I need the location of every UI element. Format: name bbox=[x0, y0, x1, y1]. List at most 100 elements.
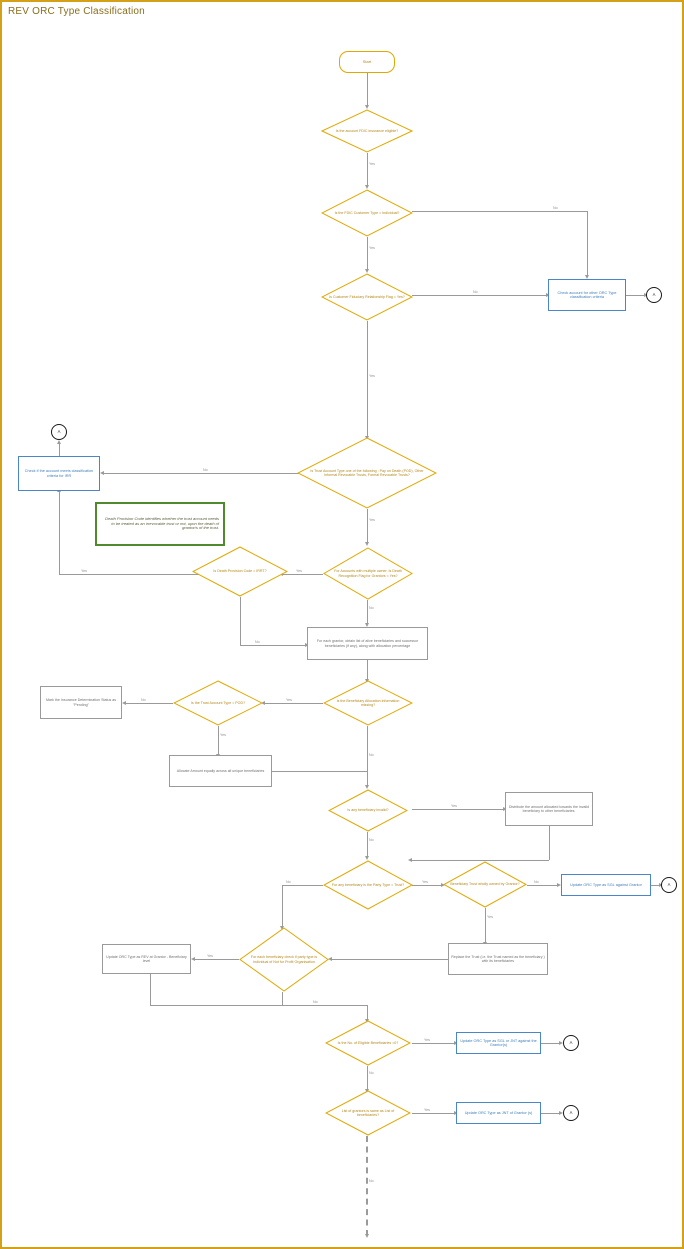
connector-a-sgl[interactable]: A bbox=[661, 877, 677, 893]
page-title: REV ORC Type Classification bbox=[8, 6, 145, 17]
node-process-check-irr[interactable]: Check if the account meets classificatio… bbox=[18, 456, 100, 491]
edge-whollyowned-no bbox=[527, 885, 559, 886]
edge-allocmissing-no bbox=[367, 726, 368, 786]
edge-label-yes: Yes bbox=[219, 733, 227, 737]
arrow-icon bbox=[559, 1110, 563, 1115]
node-decision-trust-type-pod[interactable]: Is the Trust Account Type = POD? bbox=[173, 680, 263, 726]
edge-label-no: No bbox=[368, 753, 375, 757]
edge-label-no: No bbox=[368, 1179, 375, 1183]
node-decision-trust-wholly-owned[interactable]: Beneficiary Trust wholly owned by Granto… bbox=[443, 861, 527, 908]
node-process-mark-pending[interactable]: Mark the Insurance Determination Status … bbox=[40, 686, 122, 719]
edge-start-to-fdic bbox=[367, 73, 368, 106]
node-process-update-sgl[interactable]: Update ORC Type as SGL against Grantor bbox=[561, 874, 651, 896]
node-decision-fdic-eligible[interactable]: Is the account FDIC insurance eligible? bbox=[321, 109, 413, 153]
edge-distribute-down bbox=[549, 826, 550, 860]
edge-label-no: No bbox=[140, 698, 147, 702]
connector-a-left[interactable]: A bbox=[51, 424, 67, 440]
arrow-icon bbox=[364, 1234, 369, 1238]
edge-custtype-to-fiduciary bbox=[367, 237, 368, 270]
node-decision-death-recognition-flag[interactable]: For Accounts with multiple owner, Is Dea… bbox=[323, 547, 413, 600]
edge-fiduciary-yes bbox=[367, 321, 368, 437]
edge-label-no: No bbox=[202, 468, 209, 472]
node-process-allocate-equally[interactable]: Allocate Amount equally across all uniqu… bbox=[169, 755, 272, 787]
node-decision-trust-account-type[interactable]: Is Trust Account Type one of the followi… bbox=[297, 437, 437, 509]
arrow-icon bbox=[408, 857, 412, 862]
edge-deathprov-no-down bbox=[240, 597, 241, 645]
connector-a-right-top[interactable]: A bbox=[646, 287, 662, 303]
edge-label-yes: Yes bbox=[423, 1108, 431, 1112]
diamond-shape-icon bbox=[323, 680, 413, 726]
node-start[interactable]: Start bbox=[339, 51, 395, 73]
edge-fdic-to-custtype bbox=[367, 153, 368, 186]
node-decision-party-individual-npo[interactable]: For each beneficiary check if party type… bbox=[239, 927, 329, 992]
node-decision-fiduciary-flag[interactable]: Is Customer Fiduciary Relationship Flag … bbox=[321, 273, 413, 321]
arrow-icon bbox=[364, 856, 369, 860]
node-decision-fdic-customer-type[interactable]: Is the FDIC Customer Type = Individual? bbox=[321, 189, 413, 237]
edge-partytype-no-down bbox=[282, 885, 283, 927]
edge-label-no: No bbox=[368, 606, 375, 610]
arrow-icon bbox=[122, 700, 126, 705]
node-process-obtain-beneficiaries[interactable]: For each grantor, obtain list of alive b… bbox=[307, 627, 428, 660]
connector-a-sgl-jnt[interactable]: A bbox=[563, 1035, 579, 1051]
edge-grantors-no-dashed bbox=[366, 1136, 368, 1236]
edge-label-yes: Yes bbox=[423, 1038, 431, 1042]
node-process-update-sgl-jnt[interactable]: Update ORC Type as SGL or JNT against th… bbox=[456, 1032, 541, 1054]
edge-invalid-yes bbox=[412, 809, 505, 810]
arrow-icon bbox=[584, 275, 589, 279]
edge-orc-to-connector bbox=[626, 295, 646, 296]
connector-a-jnt[interactable]: A bbox=[563, 1105, 579, 1121]
edge-deathrecog-yes bbox=[283, 574, 323, 575]
edge-sgljnt-to-connector bbox=[541, 1043, 561, 1044]
node-decision-invalid-beneficiary[interactable]: Is any beneficiary invalid? bbox=[328, 789, 408, 832]
edge-invalid-no bbox=[367, 832, 368, 857]
diamond-shape-icon bbox=[443, 861, 527, 908]
arrow-icon bbox=[261, 700, 265, 705]
arrow-icon bbox=[364, 679, 369, 683]
edge-eligible-no bbox=[367, 1066, 368, 1090]
diamond-shape-icon bbox=[239, 927, 329, 992]
node-process-check-other-orc[interactable]: Check account for other ORC Type classif… bbox=[548, 279, 626, 311]
node-process-replace-trust[interactable]: Replace the Trust (i.e. the Trust named … bbox=[448, 943, 548, 975]
edge-trusttype-yes bbox=[367, 509, 368, 543]
node-process-update-rev[interactable]: Update ORC Type as REV at Grantor - Bene… bbox=[102, 944, 191, 974]
edge-label-yes: Yes bbox=[368, 246, 376, 250]
edge-jnt-to-connector bbox=[541, 1113, 561, 1114]
edge-spine-to-eligible bbox=[367, 1005, 368, 1020]
edge-deathrecog-no bbox=[367, 600, 368, 624]
diamond-shape-icon bbox=[192, 546, 288, 597]
arrow-icon bbox=[364, 269, 369, 273]
node-process-update-jnt[interactable]: Update ORC Type as JNT of Grantor (s) bbox=[456, 1102, 541, 1124]
node-decision-eligible-beneficiaries-zero[interactable]: Is the No. of Eligible Beneficiaries =0? bbox=[325, 1020, 411, 1066]
arrow-icon bbox=[191, 956, 195, 961]
node-decision-grantors-equals-beneficiaries[interactable]: List of grantors is same as List of bene… bbox=[325, 1090, 411, 1136]
diamond-shape-icon bbox=[321, 273, 413, 321]
edge-trusttype-no bbox=[104, 473, 312, 474]
arrow-icon bbox=[364, 542, 369, 546]
note-death-provision-code: Death Provision Code identifies whether … bbox=[95, 502, 225, 546]
node-decision-death-provision-code[interactable]: Is Death Provision Code = IRRT? bbox=[192, 546, 288, 597]
edge-deathprov-yes-up bbox=[59, 491, 60, 574]
arrow-icon bbox=[364, 185, 369, 189]
arrow-icon bbox=[364, 105, 369, 109]
edge-rev-to-spine bbox=[150, 1005, 367, 1006]
edge-rev-down bbox=[150, 974, 151, 1005]
edge-irr-to-connector bbox=[59, 443, 60, 456]
edge-label-no: No bbox=[368, 838, 375, 842]
edge-label-yes: Yes bbox=[285, 698, 293, 702]
edge-eligible-yes bbox=[412, 1043, 456, 1044]
edge-label-yes: Yes bbox=[450, 804, 458, 808]
edge-replace-to-partyindiv bbox=[332, 959, 448, 960]
arrow-icon bbox=[364, 785, 369, 789]
diamond-shape-icon bbox=[328, 789, 408, 832]
edge-custtype-no-down bbox=[587, 211, 588, 276]
edge-sgl-to-connector bbox=[651, 885, 661, 886]
edge-partyindiv-no-down bbox=[282, 992, 283, 1005]
edge-obtain-to-allocmissing bbox=[367, 660, 368, 680]
arrow-icon bbox=[328, 956, 332, 961]
edge-custtype-no bbox=[412, 211, 587, 212]
diamond-shape-icon bbox=[325, 1020, 411, 1066]
node-decision-allocation-missing[interactable]: Is the Beneficiary Allocation informatio… bbox=[323, 680, 413, 726]
node-decision-party-type-trust[interactable]: For any beneficiary is the Party Type = … bbox=[323, 860, 413, 910]
node-process-distribute-amount[interactable]: Distribute the amount allocated towards … bbox=[505, 792, 593, 826]
